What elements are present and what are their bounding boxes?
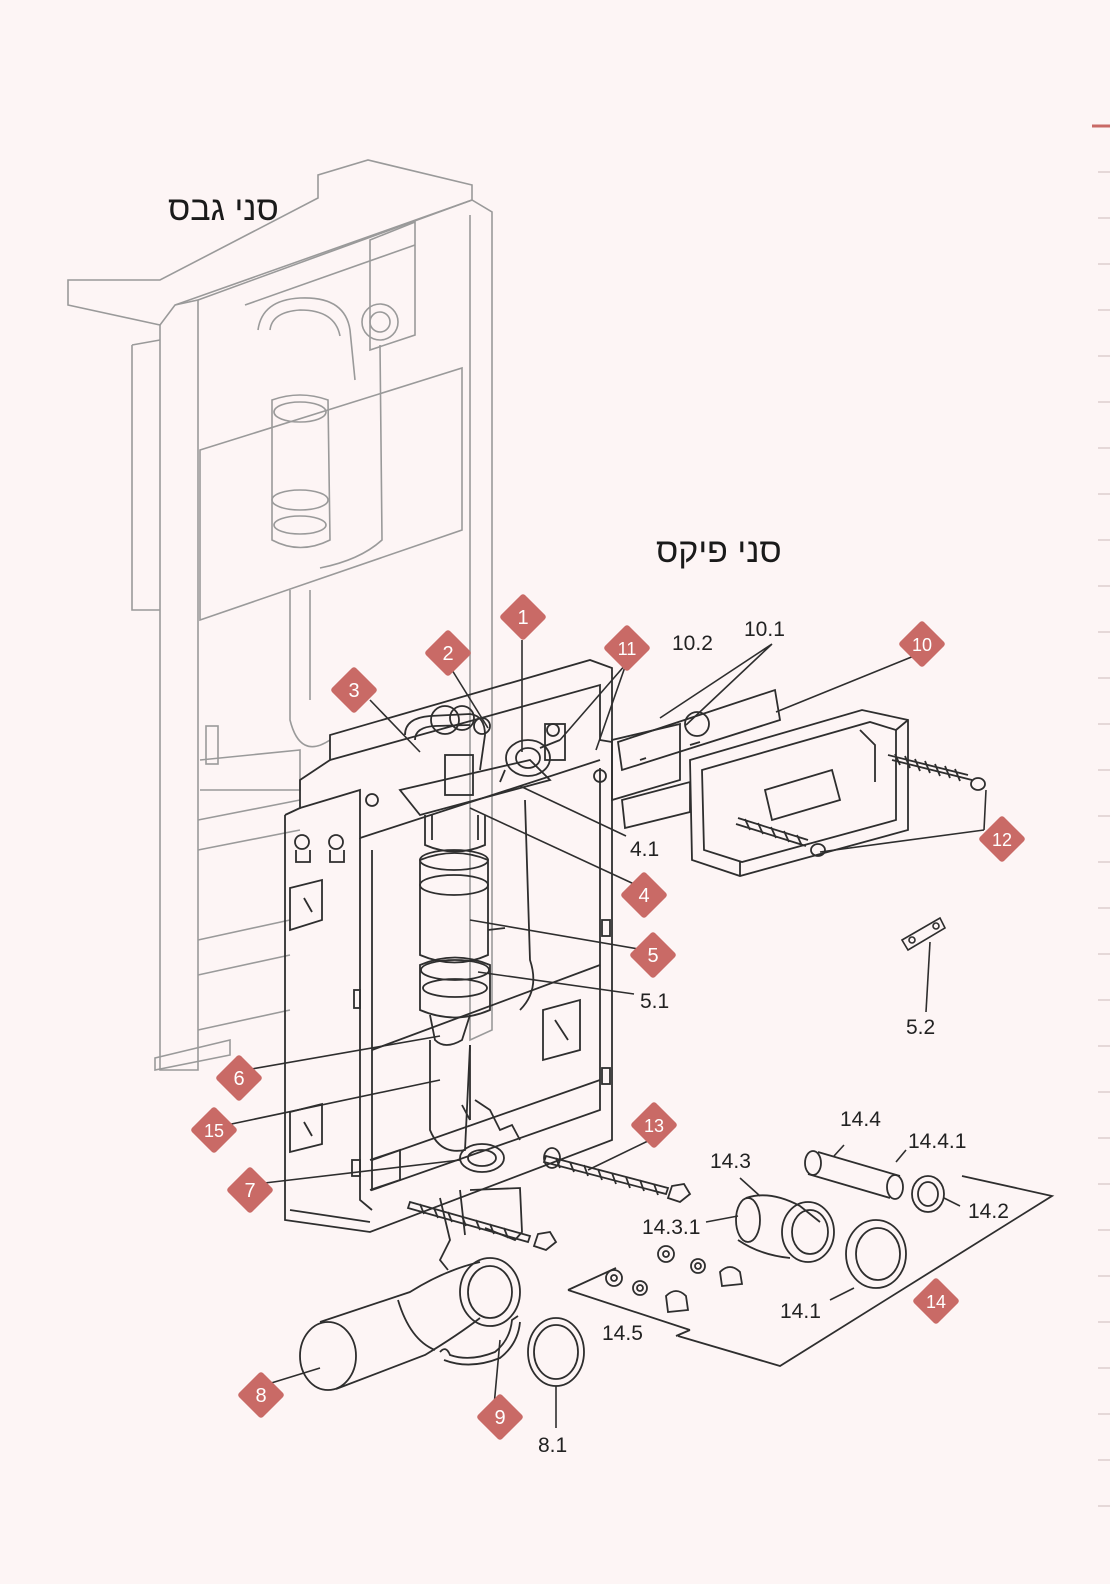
part-labels: 10.2 10.1 4.1 5.1 5.2 14.4 14.4.1 14.3 1… xyxy=(538,618,1009,1457)
callout-8-number: 8 xyxy=(255,1385,266,1407)
label-14-3-1: 14.3.1 xyxy=(642,1216,700,1239)
callout-15: 15 xyxy=(191,1107,237,1153)
callout-15-number: 15 xyxy=(204,1121,224,1141)
callout-2-number: 2 xyxy=(442,643,453,665)
label-14-1: 14.1 xyxy=(780,1300,821,1323)
label-5-2: 5.2 xyxy=(906,1016,935,1039)
tank-cover-assembly-drawing xyxy=(611,688,986,877)
callout-12: 12 xyxy=(979,816,1025,862)
callout-12-number: 12 xyxy=(992,830,1012,850)
label-8-1: 8.1 xyxy=(538,1434,567,1457)
callout-5: 5 xyxy=(630,932,676,978)
callout-4: 4 xyxy=(621,872,667,918)
label-14-4-1: 14.4.1 xyxy=(908,1130,966,1153)
callout-3: 3 xyxy=(331,667,377,713)
callout-6-number: 6 xyxy=(233,1068,244,1090)
fix-frame-drawing xyxy=(284,659,613,1233)
callout-10-number: 10 xyxy=(912,635,932,655)
callout-9-number: 9 xyxy=(494,1407,505,1429)
callout-1-number: 1 xyxy=(517,607,528,629)
callout-8: 8 xyxy=(238,1372,284,1418)
callout-7-number: 7 xyxy=(244,1180,255,1202)
label-10-2: 10.2 xyxy=(672,632,713,655)
callout-14: 14 xyxy=(913,1278,959,1324)
callout-11-number: 11 xyxy=(618,639,637,659)
callout-10: 10 xyxy=(899,621,945,667)
label-10-1: 10.1 xyxy=(744,618,785,641)
callout-13: 13 xyxy=(631,1102,677,1148)
group-14-drawing xyxy=(567,1150,1055,1367)
label-5-1: 5.1 xyxy=(640,990,669,1013)
lower-parts-drawing xyxy=(299,1147,692,1391)
part-5-2-drawing xyxy=(900,916,947,952)
label-14-4: 14.4 xyxy=(840,1108,881,1131)
label-14-5: 14.5 xyxy=(602,1322,643,1345)
callout-5-number: 5 xyxy=(647,945,658,967)
label-14-3: 14.3 xyxy=(710,1150,751,1173)
label-4-1: 4.1 xyxy=(630,838,659,861)
leader-lines xyxy=(221,640,987,1428)
edge-scale xyxy=(1092,124,1110,1507)
gypsum-frame-drawing xyxy=(67,159,493,1071)
callout-9: 9 xyxy=(477,1394,523,1440)
callout-14-number: 14 xyxy=(926,1292,946,1312)
gypsum-system-title: סני גבס xyxy=(168,190,279,228)
callout-11: 11 xyxy=(604,625,650,671)
callout-1: 1 xyxy=(500,594,546,640)
callout-4-number: 4 xyxy=(638,885,649,907)
callout-6: 6 xyxy=(216,1055,262,1101)
fix-system-title: סני פיקס xyxy=(656,532,782,570)
label-14-2: 14.2 xyxy=(968,1200,1009,1223)
callout-7: 7 xyxy=(227,1167,273,1213)
callout-markers: 1 2 3 4 5 6 7 8 9 10 11 12 13 14 15 xyxy=(191,594,1025,1440)
callout-3-number: 3 xyxy=(348,680,359,702)
callout-2: 2 xyxy=(425,630,471,676)
callout-13-number: 13 xyxy=(644,1116,664,1136)
